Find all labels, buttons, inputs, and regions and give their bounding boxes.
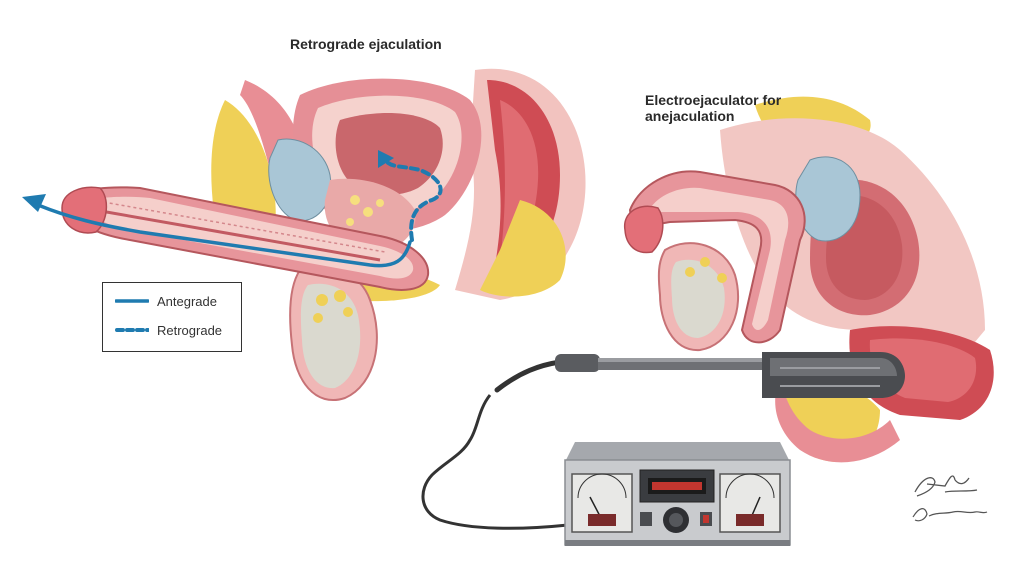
- antegrade-flow-arrow: [22, 194, 412, 268]
- right-anatomy: [624, 96, 994, 463]
- left-anatomy: [61, 68, 586, 401]
- title-right-line-1: Electroejaculator for: [645, 92, 782, 108]
- legend-item-retrograde: Retrograde: [115, 321, 222, 339]
- artist-signature: [912, 475, 988, 522]
- legend: Antegrade Retrograde: [102, 282, 242, 352]
- device-cable: [421, 394, 569, 530]
- legend-label-retrograde: Retrograde: [157, 322, 223, 338]
- title-right-line-2: anejaculation: [645, 108, 735, 124]
- title-electroejaculator: Electroejaculator for anejaculation: [645, 92, 845, 124]
- electroejaculator-probe: [494, 352, 905, 398]
- title-retrograde-ejaculation: Retrograde ejaculation: [290, 36, 442, 52]
- legend-label-antegrade: Antegrade: [157, 293, 217, 309]
- legend-item-antegrade: Antegrade: [115, 292, 217, 310]
- retrograde-flow-arrow: [378, 150, 443, 242]
- dashed-line-icon: [115, 328, 149, 332]
- solid-line-icon: [115, 299, 149, 303]
- stimulator-console: [564, 442, 791, 546]
